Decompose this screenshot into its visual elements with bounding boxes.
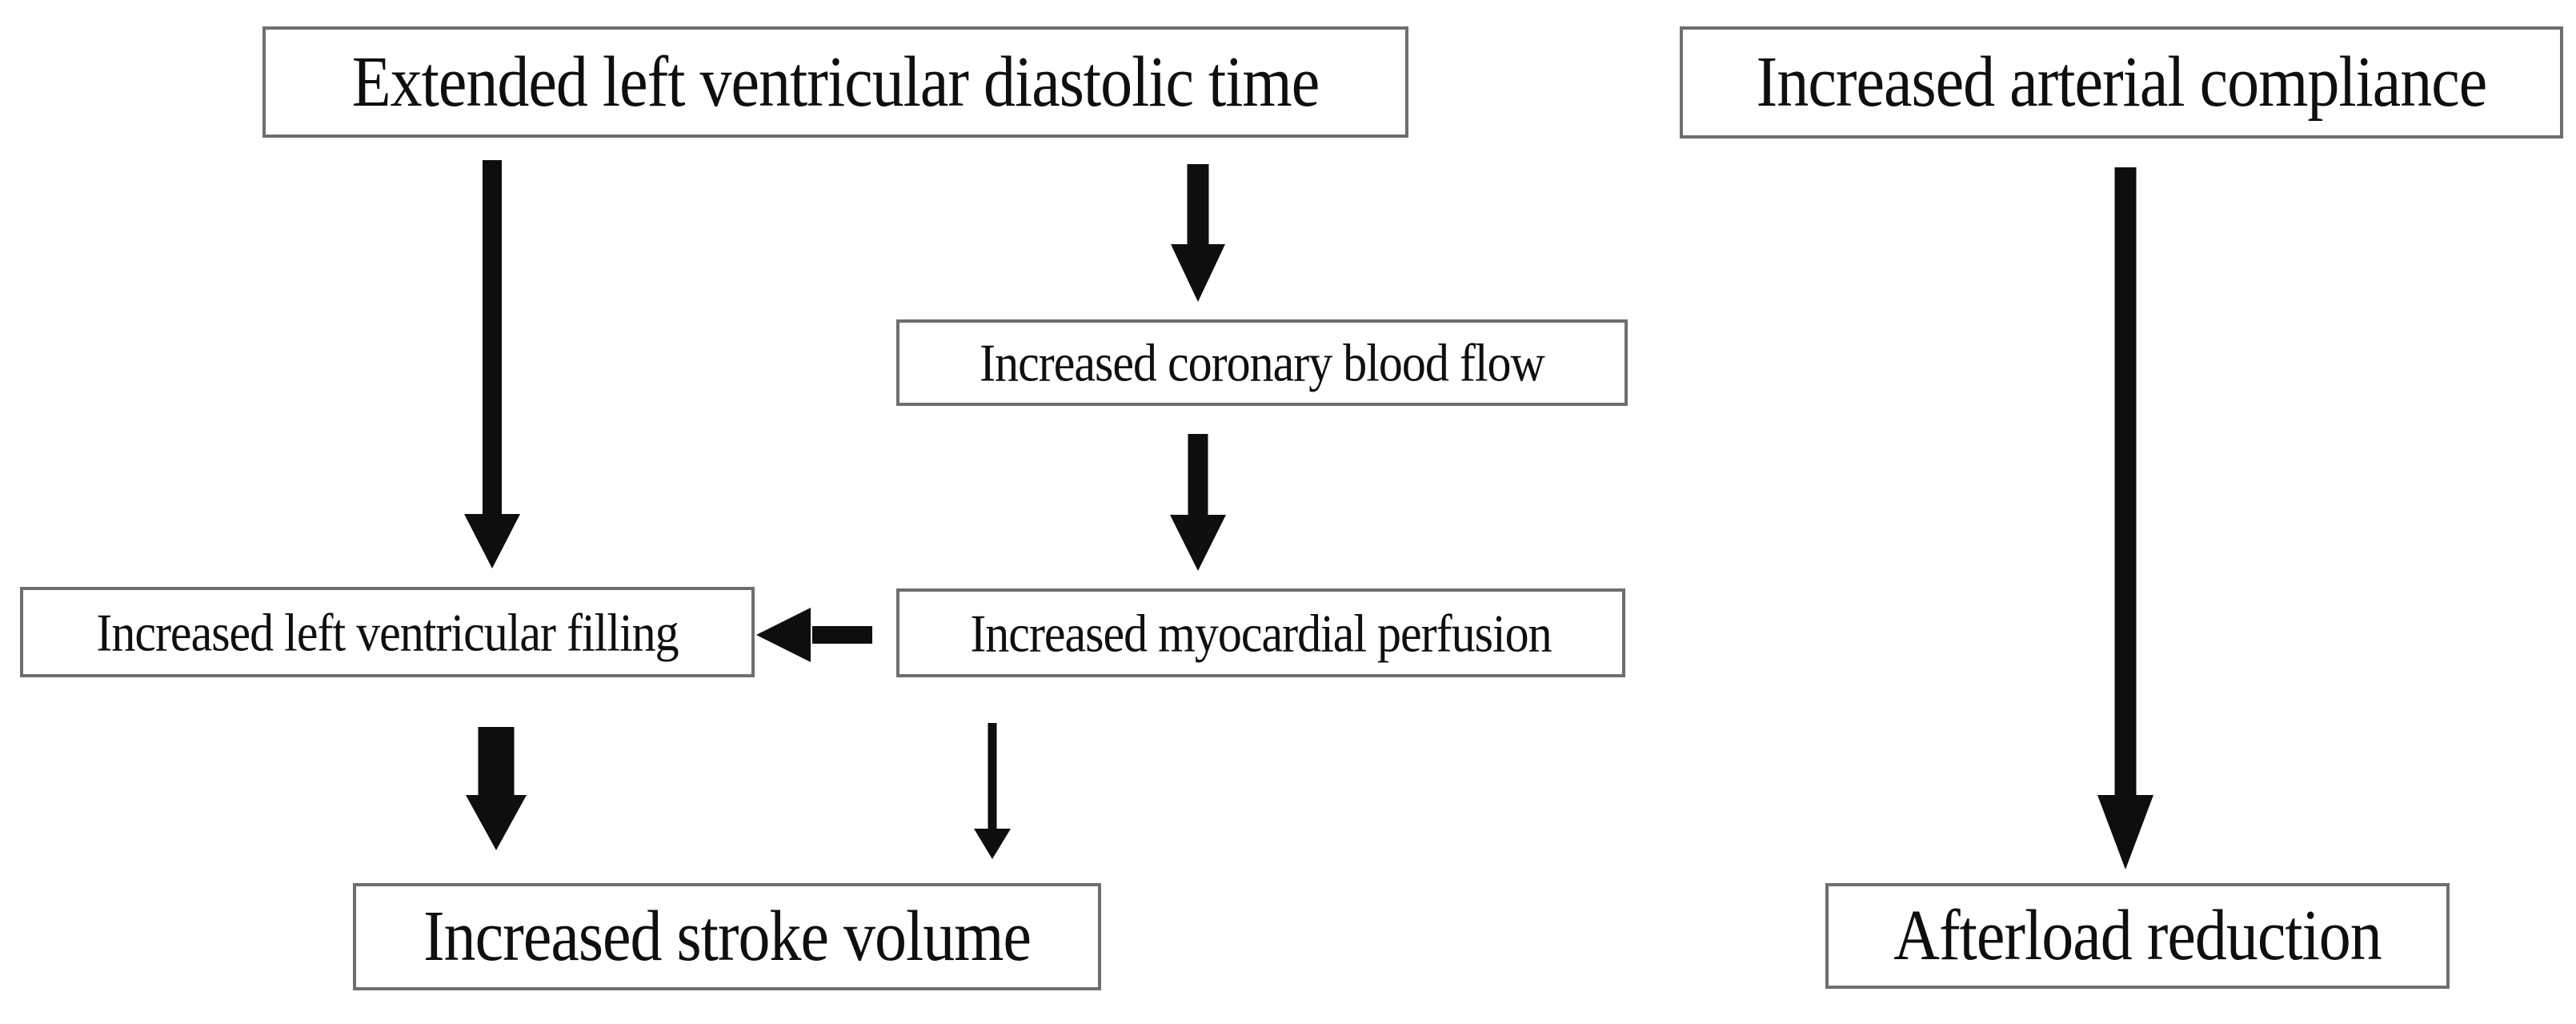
node-label: Increased arterial compliance: [1756, 42, 2488, 122]
node-increased-lv-filling: Increased left ventricular filling: [20, 587, 755, 677]
arrow-extended-lv-diastolic-time-to-increased-coronary-blood-flow: [1171, 164, 1225, 302]
arrow-increased-arterial-compliance-to-afterload-reduction: [2097, 167, 2153, 869]
node-label: Afterload reduction: [1893, 896, 2382, 976]
node-afterload-reduction: Afterload reduction: [1825, 883, 2450, 989]
arrow-increased-lv-filling-to-increased-stroke-volume: [466, 727, 527, 850]
node-label: Increased stroke volume: [423, 897, 1032, 977]
arrow-increased-coronary-blood-flow-to-increased-myocardial-perfusion: [1170, 434, 1226, 571]
node-label: Increased myocardial perfusion: [970, 603, 1552, 663]
node-increased-stroke-volume: Increased stroke volume: [353, 883, 1101, 990]
node-label: Extended left ventricular diastolic time: [351, 42, 1320, 122]
node-increased-myocardial-perfusion: Increased myocardial perfusion: [896, 588, 1625, 677]
node-label: Increased left ventricular filling: [96, 602, 679, 662]
arrow-extended-lv-diastolic-time-to-increased-lv-filling: [464, 160, 520, 568]
arrow-increased-myocardial-perfusion-to-increased-stroke-volume: [974, 723, 1011, 859]
node-increased-arterial-compliance: Increased arterial compliance: [1680, 26, 2563, 139]
arrow-increased-myocardial-perfusion-to-increased-lv-filling: [756, 608, 872, 662]
node-increased-coronary-blood-flow: Increased coronary blood flow: [896, 319, 1628, 406]
node-extended-lv-diastolic-time: Extended left ventricular diastolic time: [262, 26, 1408, 138]
node-label: Increased coronary blood flow: [980, 333, 1545, 392]
